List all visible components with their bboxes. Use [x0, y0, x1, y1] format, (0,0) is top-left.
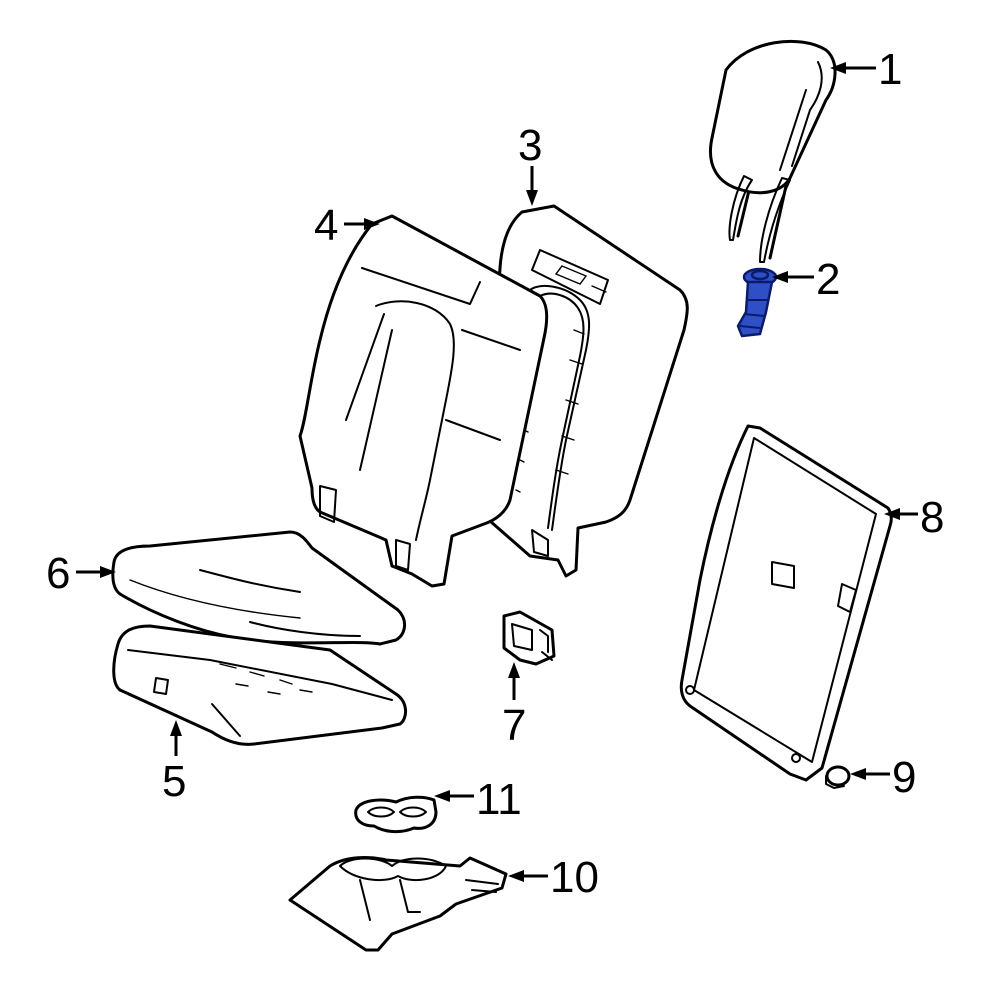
callout-7[interactable]: 7	[502, 701, 526, 750]
part-2-headrest-guide[interactable]	[736, 267, 778, 338]
callout-6[interactable]: 6	[46, 549, 70, 598]
part-6-seat-cushion-pad[interactable]	[111, 530, 406, 646]
callout-10[interactable]: 10	[550, 853, 599, 902]
callout-1[interactable]: 1	[878, 45, 902, 94]
callout-5[interactable]: 5	[162, 757, 186, 806]
callout-8[interactable]: 8	[920, 493, 944, 542]
part-7-bracket[interactable]	[502, 610, 556, 666]
part-4-seat-back-cover[interactable]	[298, 214, 549, 588]
callout-numbers: 1 2 3 4 5 6 7 8 9 10 11	[46, 45, 944, 902]
callout-4[interactable]: 4	[314, 201, 338, 250]
part-5-seat-cushion-frame[interactable]	[112, 624, 407, 746]
callout-leaders	[76, 62, 918, 882]
callout-2[interactable]: 2	[816, 255, 840, 304]
callout-9[interactable]: 9	[892, 753, 916, 802]
callout-3[interactable]: 3	[518, 121, 542, 170]
part-1-headrest[interactable]	[709, 39, 837, 263]
part-9-clip[interactable]	[825, 765, 851, 789]
part-10-console[interactable]	[288, 856, 508, 952]
callout-11[interactable]: 11	[476, 775, 522, 824]
part-8-back-panel[interactable]	[679, 424, 893, 782]
part-11-cup-holder-insert[interactable]	[354, 795, 438, 834]
